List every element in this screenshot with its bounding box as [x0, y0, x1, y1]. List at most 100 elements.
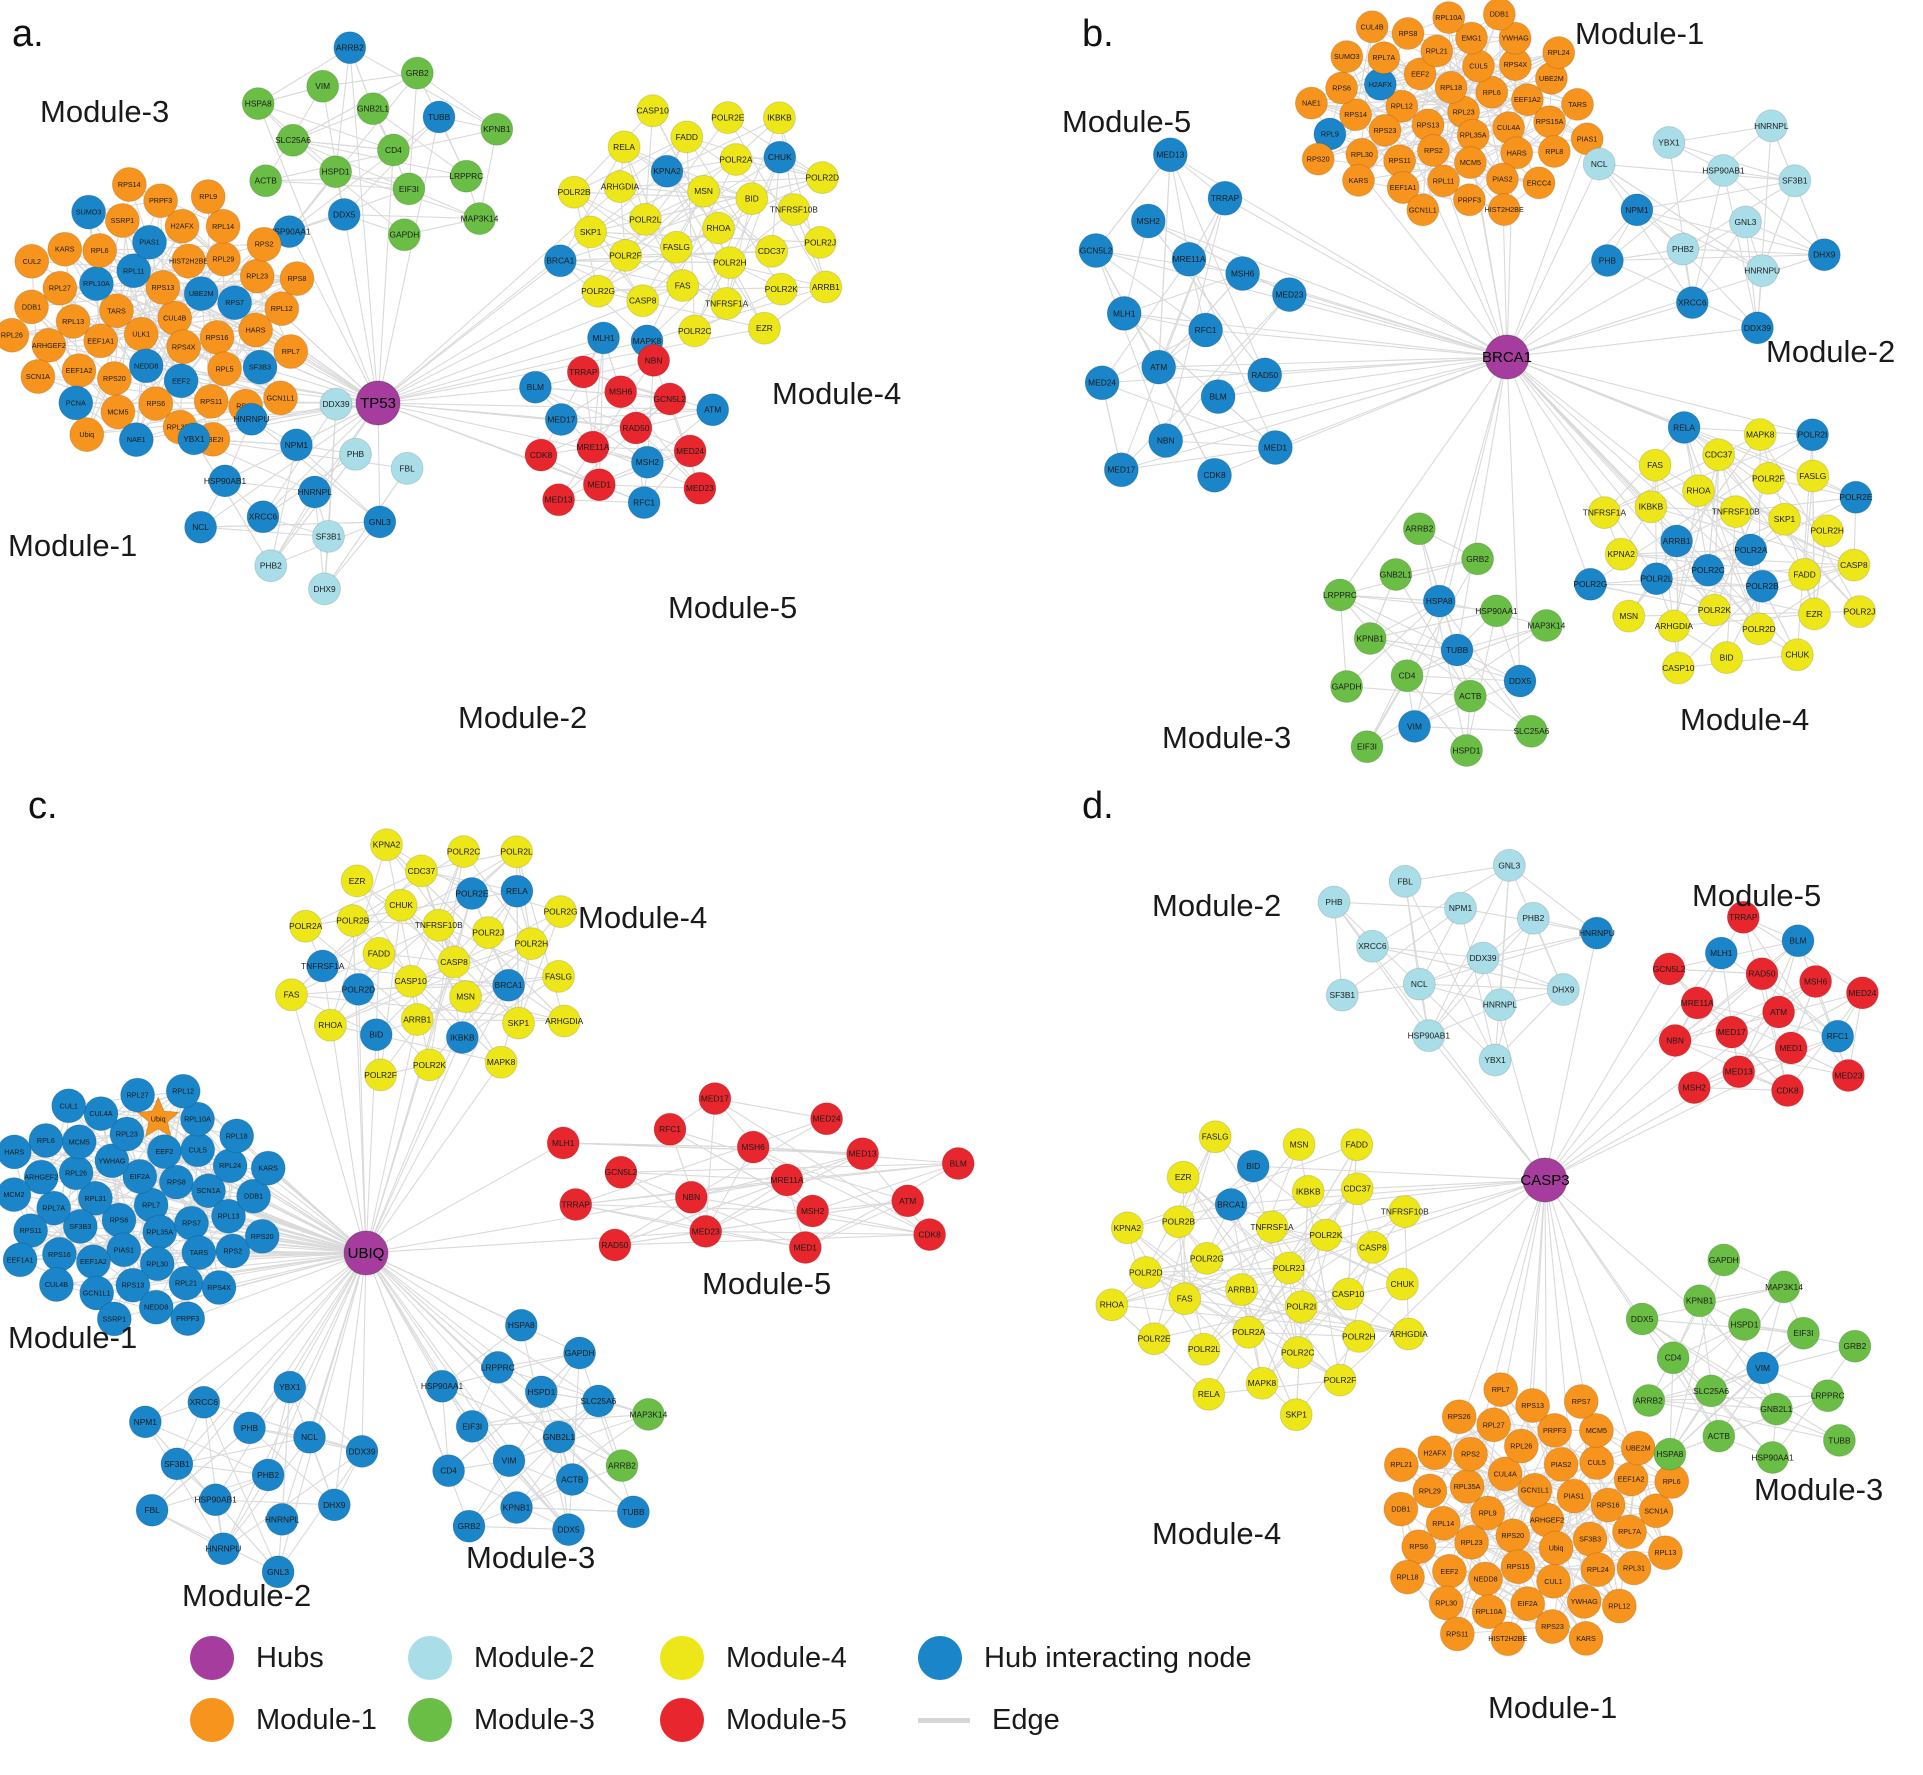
node-circle-icon — [1207, 180, 1243, 216]
node-kpna2: KPNA2 — [650, 154, 684, 188]
node-label: MAPK8 — [633, 336, 662, 346]
node-label: RPL35A — [1454, 1482, 1481, 1491]
node-vim: VIM — [1398, 709, 1431, 743]
node-label: BLM — [1209, 392, 1226, 402]
node-label: RPL9 — [1321, 130, 1339, 139]
node-circle-icon — [1255, 1210, 1289, 1244]
node-label: GCN1L1 — [83, 1289, 111, 1298]
node-arhgef2: ARHGEF2 — [31, 327, 67, 363]
node-label: ACTB — [1459, 691, 1482, 701]
node-label: DDX5 — [1509, 676, 1532, 686]
node-circle-icon — [891, 1184, 925, 1218]
node-eif3i: EIF3I — [392, 172, 426, 206]
node-label: POLR2G — [544, 907, 578, 917]
node-ddb1: DDB1 — [236, 1178, 272, 1214]
node-polr2e: POLR2E — [711, 101, 745, 135]
node-label: RPL27 — [127, 1091, 149, 1100]
node-fadd: FADD — [362, 936, 396, 970]
node-circle-icon — [1796, 459, 1830, 493]
node-circle-icon — [1198, 1120, 1232, 1154]
node-rpl21: RPL21 — [1420, 34, 1454, 68]
node-circle-icon — [1236, 1149, 1270, 1183]
node-label: SCN1A — [197, 1186, 221, 1195]
node-label: NPM1 — [1625, 205, 1649, 215]
node-circle-icon — [1745, 957, 1779, 991]
node-circle-icon — [201, 1270, 237, 1305]
node-label: ATM — [1150, 362, 1167, 372]
node-msh6: MSH6 — [1225, 256, 1261, 291]
legend: Hubs Module-2 Module-4 Hub interacting n… — [190, 1636, 1338, 1742]
node-label: HNRNPL — [265, 1514, 300, 1524]
node-circle-icon — [251, 1458, 285, 1492]
node-label: MCM2 — [3, 1190, 24, 1199]
node-faslg: FASLG — [1198, 1120, 1232, 1154]
node-fas: FAS — [275, 978, 308, 1012]
node-circle-icon — [241, 87, 275, 121]
node-label: KARS — [1576, 1634, 1596, 1643]
node-polr2a: POLR2A — [1232, 1315, 1266, 1349]
node-sf3b1: SF3B1 — [312, 519, 345, 553]
node-label: RPL35A — [146, 1228, 173, 1237]
node-label: CDK8 — [530, 450, 553, 460]
node-fas: FAS — [666, 269, 700, 302]
node-circle-icon — [598, 1228, 632, 1262]
node-label: NEDD8 — [144, 1303, 168, 1312]
node-rpl7a: RPL7A — [1612, 1514, 1647, 1550]
node-label: ARHGEF2 — [24, 1173, 58, 1182]
node-ddx39: DDX39 — [1466, 941, 1500, 975]
node-arrb2: ARRB2 — [1632, 1384, 1666, 1417]
node-label: RPS4X — [172, 342, 196, 351]
node-label: GNB2L1 — [1760, 1404, 1792, 1414]
node-polr2d: POLR2D — [806, 161, 839, 195]
node-rps7: RPS7 — [174, 1205, 209, 1241]
node-circle-icon — [99, 293, 134, 329]
node-sf3b3: SF3B3 — [62, 1208, 98, 1244]
node-label: CASP10 — [1332, 1289, 1364, 1299]
node-circle-icon — [1510, 83, 1544, 117]
module-label-a-module-3: Module-3 — [40, 94, 169, 129]
node-circle-icon — [394, 964, 428, 998]
node-circle-icon — [138, 1289, 174, 1325]
node-label: KPNB1 — [1356, 633, 1384, 643]
node-circle-icon — [1078, 233, 1114, 268]
node-label: RPL11 — [123, 266, 144, 275]
node-label: CDC37 — [758, 246, 786, 256]
node-label: RPL35A — [167, 423, 194, 432]
node-skp1: SKP1 — [502, 1006, 535, 1040]
node-label: FAS — [1647, 460, 1663, 470]
node-circle-icon — [687, 174, 721, 208]
node-label: MED17 — [1107, 465, 1135, 475]
node-circle-icon — [500, 835, 534, 869]
node-kpna2: KPNA2 — [1604, 537, 1638, 571]
node-circle-icon — [143, 183, 179, 219]
node-circle-icon — [689, 1214, 723, 1248]
node-label: RPS6 — [1332, 84, 1351, 93]
node-label: RPL26 — [1510, 1442, 1532, 1451]
node-label: MED1 — [794, 1242, 818, 1252]
node-polr2j: POLR2J — [1843, 595, 1876, 629]
node-polr2d: POLR2D — [1129, 1256, 1163, 1289]
node-circle-icon — [1129, 1256, 1163, 1289]
node-lrpprc: LRPPRC — [1323, 578, 1357, 612]
node-circle-icon — [1537, 1412, 1573, 1448]
node-circle-icon — [51, 1088, 87, 1124]
node-circle-icon — [370, 828, 403, 862]
node-mcm5: MCM5 — [100, 394, 136, 430]
labels-layer: a.Module-3Module-1Module-4Module-5Module… — [8, 13, 1895, 1725]
node-circle-icon — [1461, 542, 1495, 576]
node-label: GRB2 — [458, 1521, 481, 1531]
node-rps6: RPS6 — [1401, 1529, 1437, 1565]
node-circle-icon — [1383, 1491, 1419, 1527]
node-circle-icon — [1291, 1174, 1325, 1208]
node-label: RPL18 — [226, 1131, 248, 1140]
node-ube2m: UBE2M — [1620, 1430, 1656, 1466]
legend-item-hubs: Hubs — [190, 1636, 408, 1680]
node-ddb1: DDB1 — [14, 289, 49, 325]
node-label: MSH6 — [1804, 976, 1828, 986]
node-circle-icon — [1444, 891, 1477, 925]
node-label: RPL9 — [199, 192, 217, 201]
node-circle-icon — [1640, 562, 1673, 596]
node-label: EEF2 — [172, 376, 190, 385]
node-rpl18: RPL18 — [219, 1118, 255, 1154]
node-dhx9: DHX9 — [317, 1488, 351, 1522]
